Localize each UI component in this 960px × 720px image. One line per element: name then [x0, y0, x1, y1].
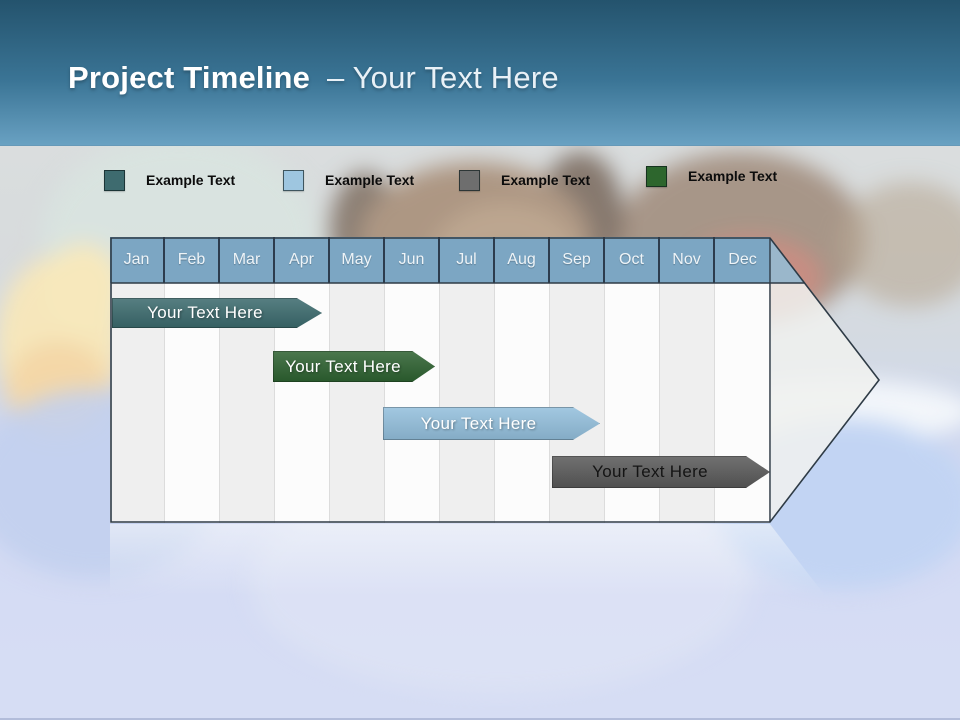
- month-header-arrow-extension: [770, 237, 880, 283]
- timeline-bar-teal[interactable]: Your Text Here: [112, 298, 322, 328]
- legend-item-teal[interactable]: Example Text: [104, 168, 235, 192]
- bar-label: Your Text Here: [147, 303, 263, 322]
- timeline-bar-lightblue[interactable]: Your Text Here: [383, 407, 600, 440]
- month-cell-jul: Jul: [440, 237, 495, 283]
- legend-swatch-lightblue: [283, 169, 304, 191]
- timeline-bar-green[interactable]: Your Text Here: [273, 351, 435, 382]
- title-placeholder-text: – Your Text Here: [326, 60, 559, 95]
- title-band: Project Timeline – Your Text Here: [0, 0, 960, 146]
- month-cell-mar: Mar: [220, 237, 275, 283]
- legend-swatch-gray: [459, 169, 480, 191]
- month-cell-jun: Jun: [385, 237, 440, 283]
- legend-swatch-green: [646, 165, 667, 187]
- month-cell-aug: Aug: [495, 237, 550, 283]
- month-cell-jan: Jan: [110, 237, 165, 283]
- timeline-chart[interactable]: Jan Feb Mar Apr May Jun Jul Aug Sep Oct …: [110, 237, 880, 523]
- bottom-edge-line: [0, 718, 960, 720]
- title-main-text: Project Timeline: [68, 60, 311, 95]
- bar-label: Your Text Here: [420, 413, 537, 433]
- legend-item-green[interactable]: Example Text: [646, 164, 777, 188]
- month-cell-apr: Apr: [275, 237, 330, 283]
- month-cell-oct: Oct: [605, 237, 660, 283]
- month-cell-dec: Dec: [728, 251, 757, 268]
- legend-label: Example Text: [688, 168, 778, 184]
- month-header-row: Jan Feb Mar Apr May Jun Jul Aug Sep Oct …: [110, 237, 770, 283]
- bar-label: Your Text Here: [285, 356, 401, 376]
- legend-item-lightblue[interactable]: Example Text: [283, 168, 414, 192]
- legend-swatch-teal: [104, 169, 125, 191]
- month-cell-sep: Sep: [550, 237, 605, 283]
- month-cell-nov: Nov: [660, 237, 715, 283]
- legend-item-gray[interactable]: Example Text: [459, 168, 590, 192]
- page-title[interactable]: Project Timeline – Your Text Here: [68, 60, 559, 96]
- month-cell-feb: Feb: [165, 237, 220, 283]
- chart-reflection: [110, 524, 826, 596]
- timeline-bar-gray[interactable]: Your Text Here: [552, 456, 770, 488]
- bar-label: Your Text Here: [592, 462, 708, 481]
- timeline-arrow-body: Jan Feb Mar Apr May Jun Jul Aug Sep Oct …: [110, 237, 880, 523]
- month-cell-may: May: [330, 237, 385, 283]
- legend-label: Example Text: [325, 172, 415, 188]
- legend-label: Example Text: [146, 172, 236, 188]
- rubber-duck-head-blob: [44, 244, 122, 334]
- legend-label: Example Text: [501, 172, 591, 188]
